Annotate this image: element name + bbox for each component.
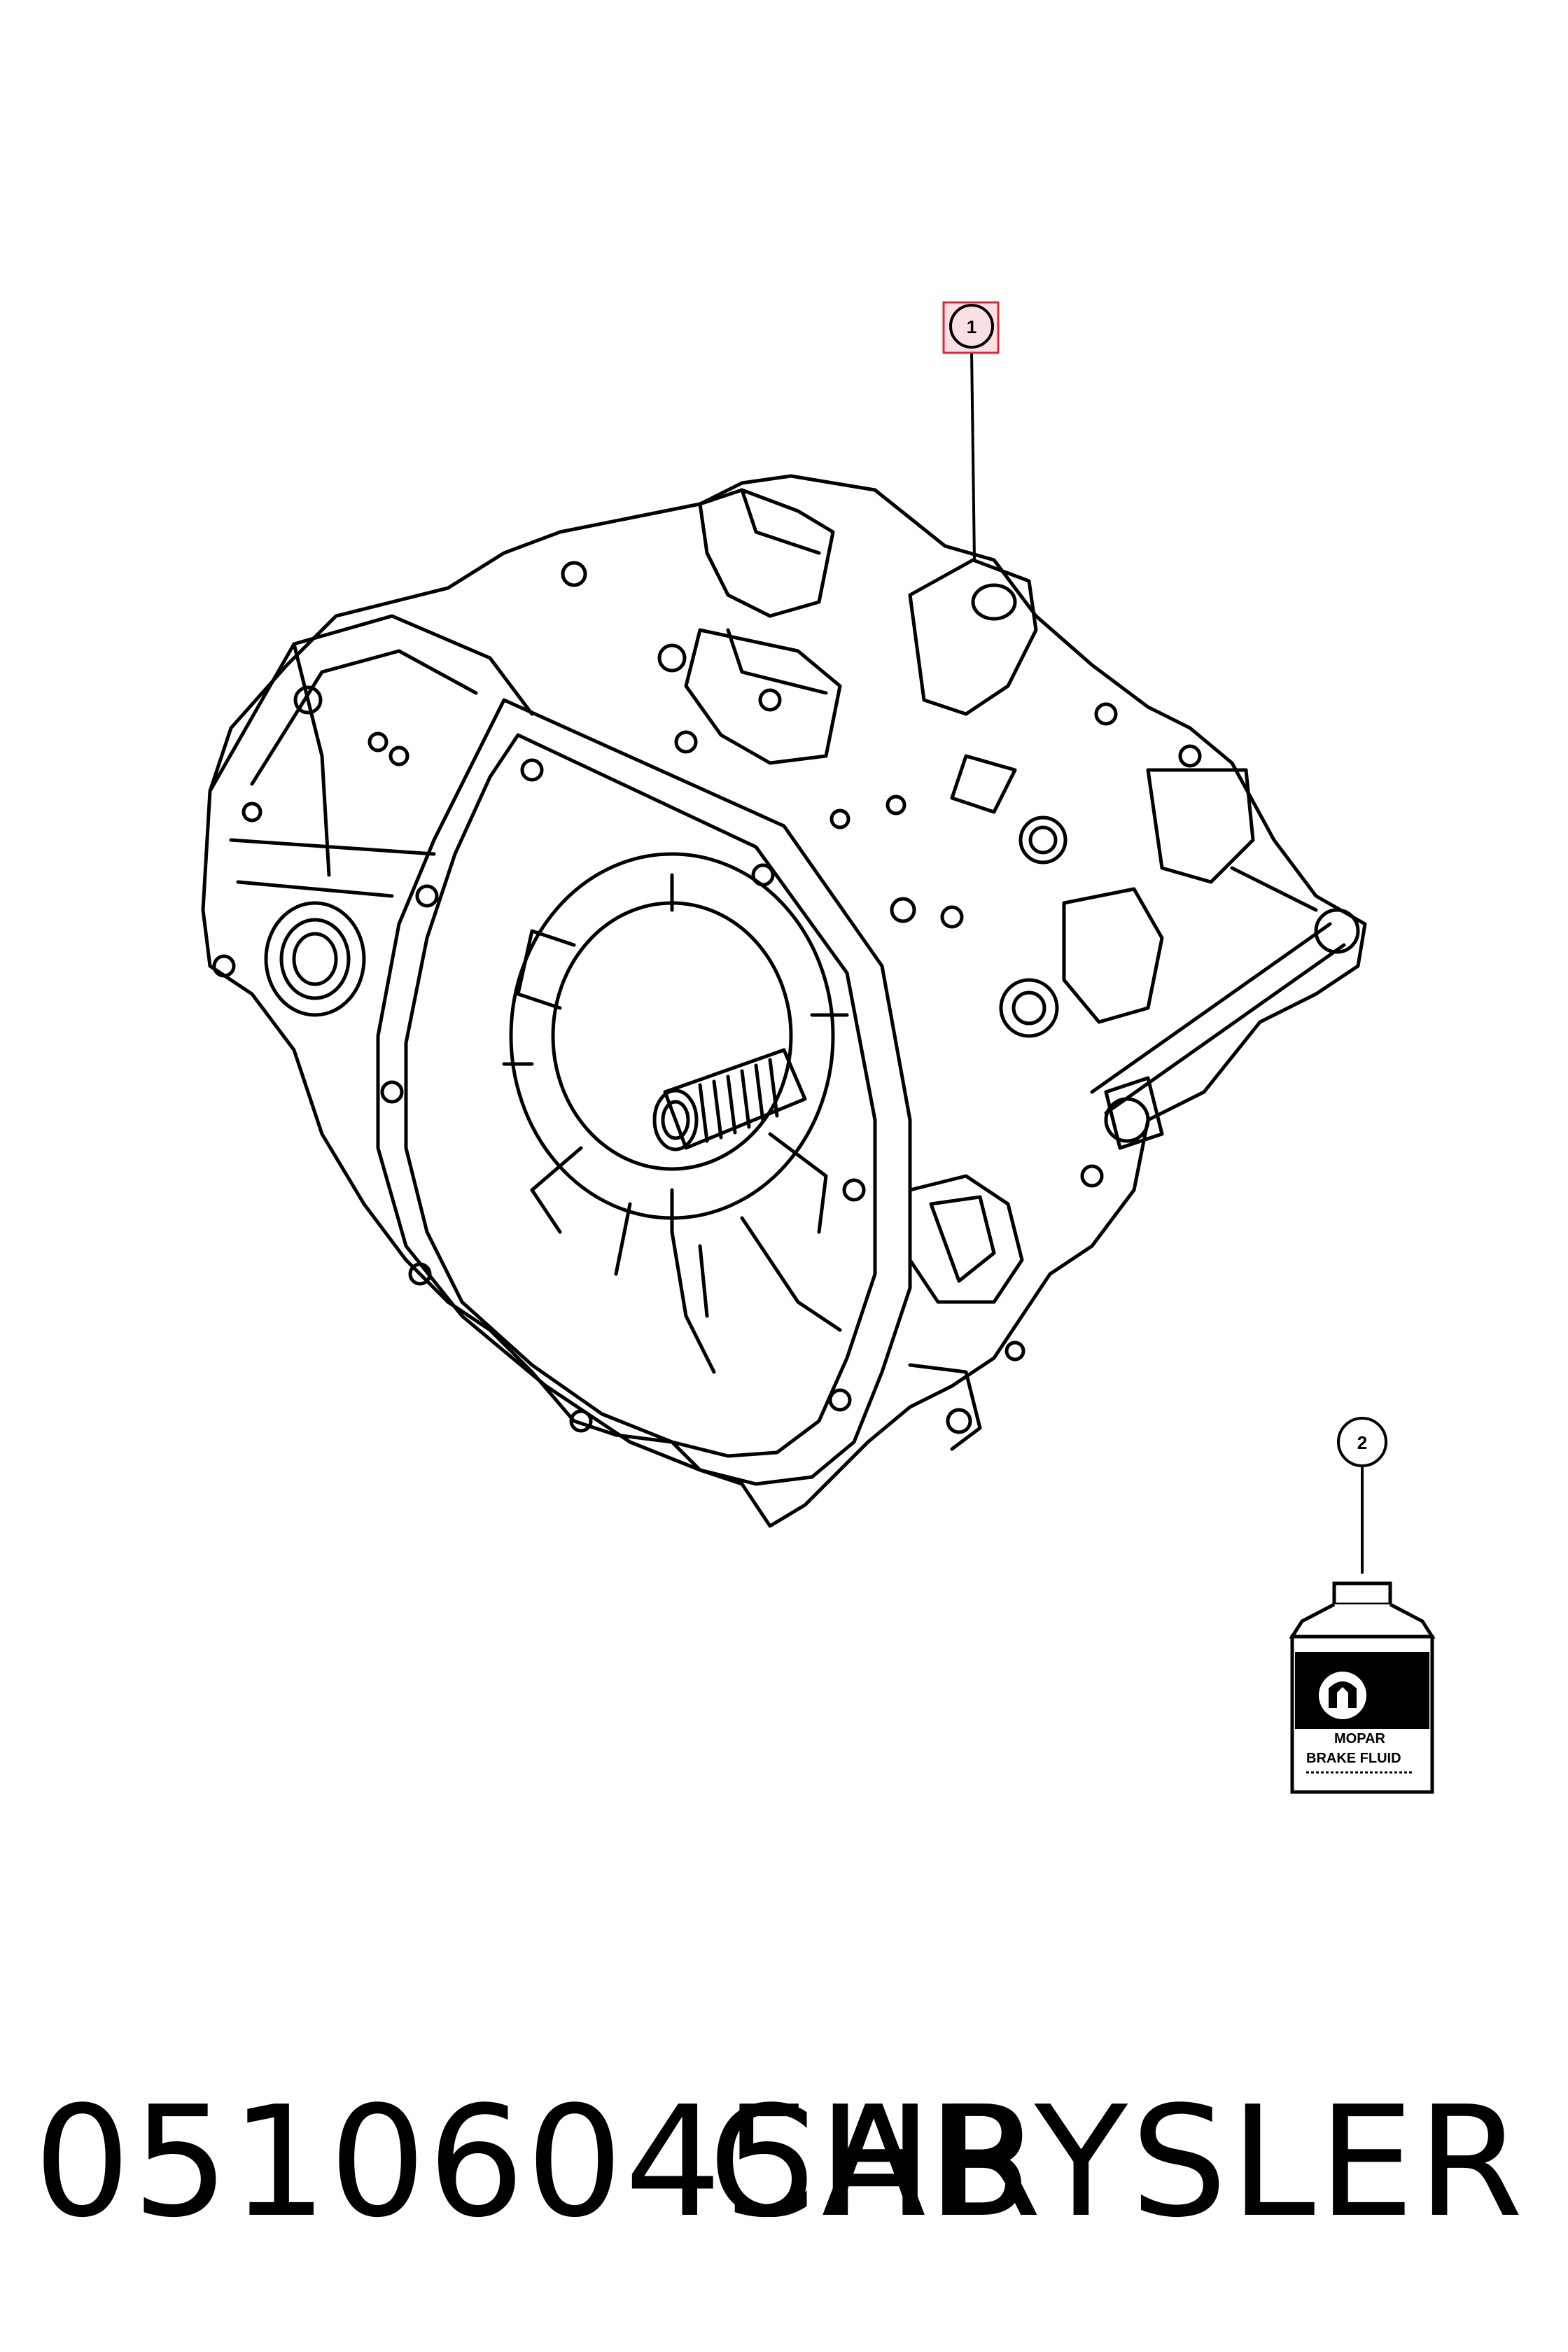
callout-2-number: 2 — [1357, 1432, 1367, 1453]
brake-fluid-bottle: MOPAR BRAKE FLUID — [1289, 1581, 1436, 1794]
callout-1-leader — [970, 349, 976, 561]
callout-2-circle — [1337, 1417, 1387, 1467]
part-number: 05106045AB — [34, 2074, 1034, 2251]
brand-name: CHRYSLER — [708, 2074, 1526, 2251]
transmission-illustration — [201, 474, 1367, 1528]
bottle-shoulder — [1289, 1602, 1436, 1639]
callout-1-highlight-box — [942, 301, 1000, 354]
mopar-logo-icon — [1319, 1672, 1366, 1719]
callout-2[interactable]: 2 — [1337, 1417, 1387, 1574]
bottle-cap — [1332, 1581, 1392, 1606]
bottle-brand-text: MOPAR — [1334, 1731, 1386, 1746]
footer: 05106045AB CHRYSLER — [0, 2072, 1568, 2254]
bottle-product-text: BRAKE FLUID — [1306, 1751, 1401, 1766]
callout-1[interactable]: 1 — [942, 301, 1000, 561]
callout-1-circle — [949, 304, 994, 349]
callout-1-number: 1 — [967, 316, 976, 337]
